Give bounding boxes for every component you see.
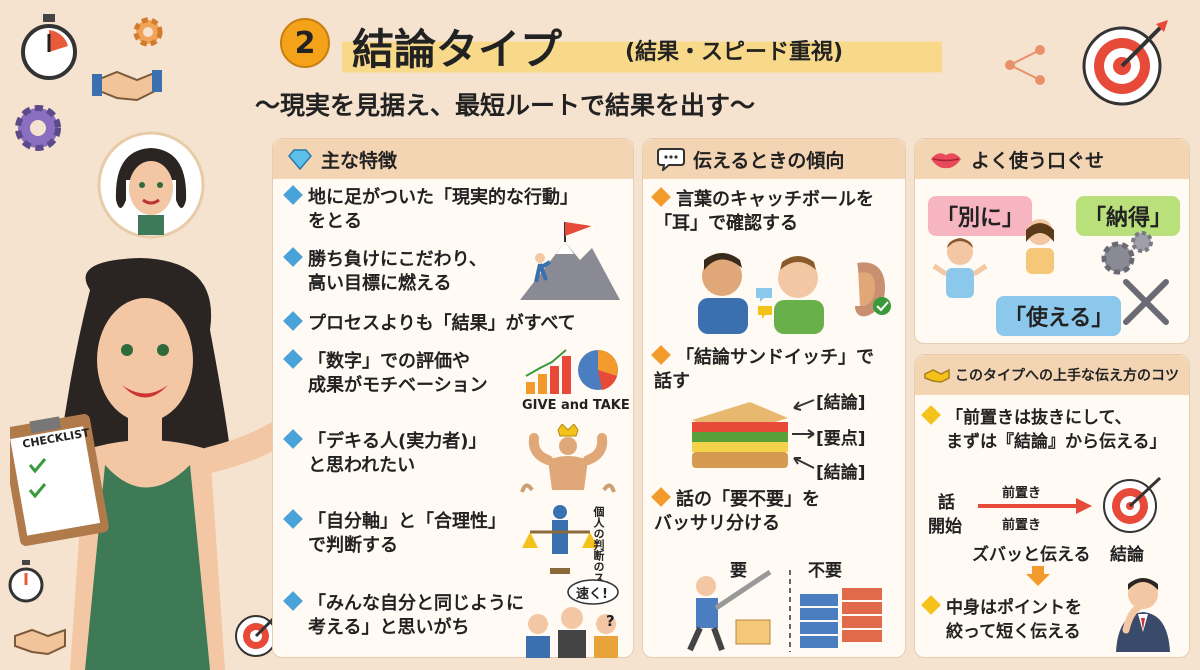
tips-title: このタイプへの上手な伝え方のコツ (955, 368, 1179, 384)
handshake-icon-small (14, 628, 66, 656)
features-header: 主な特徴 (273, 139, 633, 179)
businessman-icon (1116, 578, 1170, 652)
hurry-speech: 速く! (576, 587, 608, 602)
sparkle-bullet-icon (921, 595, 941, 615)
diamond-bullet-icon (651, 187, 671, 207)
feature-item-2: 勝ち負けにこだわり、高い目標に燃える (283, 247, 487, 296)
gear-icon-small (133, 17, 163, 47)
give-and-take-label: GIVE and TAKE (522, 398, 630, 413)
phrases-header: よく使う口ぐせ (915, 139, 1189, 179)
diamond-bullet-icon (283, 591, 303, 611)
type-number-badge: 2 (280, 18, 330, 68)
sword-cut-icon (687, 570, 882, 652)
network-icon (1005, 45, 1045, 85)
quote-nattoku: 「納得」 (1076, 196, 1181, 236)
feature-item-7: 「みんな自分と同じように考える」と思いがち (283, 591, 524, 640)
diamond-bullet-icon (651, 345, 671, 365)
woman-avatar (97, 131, 205, 239)
stopwatch-icon (21, 14, 77, 80)
title-area: 2 結論タイプ (結果・スピード重視) (280, 10, 980, 80)
stopwatch-icon-small (8, 560, 44, 603)
sandwich-label-point: [要点] (816, 429, 866, 449)
handshake-small-icon (924, 368, 950, 383)
target-icon (1082, 20, 1168, 106)
feature-item-5: 「デキる人(実力者)」と思われたい (283, 429, 486, 478)
sparkle-bullet-icon (921, 405, 941, 425)
strongman-crown-icon (520, 424, 616, 493)
diamond-bullet-icon (283, 349, 303, 369)
quote-tsukaeru: 「使える」 (996, 296, 1122, 336)
diamond-bullet-icon (283, 247, 303, 267)
diamond-bullet-icon (283, 429, 303, 449)
smartbook-label: 個人の判断のスマートブック (592, 506, 605, 592)
lips-icon (931, 153, 961, 169)
start-talk-label-2: 開始 (928, 517, 962, 537)
page-subtitle: 〜現実を見据え、最短ルートで結果を出す〜 (255, 91, 756, 120)
arrows-icon (792, 399, 815, 469)
target-goal-icon (1103, 476, 1162, 533)
sandwich-label-conclusion-bottom: [結論] (816, 463, 866, 483)
down-arrow-icon (1026, 566, 1050, 586)
tendency-header: 伝えるときの傾向 (643, 139, 905, 179)
tendency-panel: 伝えるときの傾向 (642, 138, 906, 658)
tip-item-1: 「前置きは抜きにして、まずは『結論』から伝える」 (921, 405, 1167, 454)
mountain-flag-icon (520, 222, 620, 300)
target-icon-small (235, 612, 280, 657)
title-highlight (342, 22, 942, 78)
tip-item-2: 中身はポイントを絞って短く伝える (921, 595, 1082, 644)
scales-icon (522, 505, 598, 574)
feature-item-1: 地に足がついた「現実的な行動」をとる (283, 185, 578, 234)
phrases-title: よく使う口ぐせ (971, 149, 1105, 172)
feature-item-6: 「自分軸」と「合理性」で判断する (283, 509, 506, 558)
people-gears-icon (932, 219, 1169, 325)
page-title: 結論タイプ (352, 25, 563, 74)
diamond-icon (288, 149, 312, 170)
unneeded-label: 不要 (808, 561, 842, 581)
conclusion-label: 結論 (1110, 545, 1144, 565)
sandwich-label-conclusion-top: [結論] (816, 393, 866, 413)
tendency-title: 伝えるときの傾向 (693, 149, 845, 172)
tips-header: このタイプへの上手な伝え方のコツ (915, 355, 1189, 395)
flag-number: 1 (588, 222, 597, 236)
sandwich-icon (692, 402, 788, 468)
direct-arrow-icon (978, 498, 1092, 514)
tendency-item-1: 言葉のキャッチボールを「耳」で確認する (651, 187, 874, 236)
feature-item-4: 「数字」での評価や成果がモチベーション (283, 349, 488, 398)
preface-label-1: 前置き (1002, 486, 1042, 501)
tendency-item-2: 「結論サンドイッチ」で話す (651, 345, 874, 394)
listening-people-icon (698, 253, 891, 334)
diamond-bullet-icon (651, 487, 671, 507)
features-panel: 主な特徴 (272, 138, 634, 658)
start-talk-label-1: 話 (938, 493, 955, 513)
preface-label-2: 前置き (1002, 518, 1042, 533)
need-label: 要 (730, 561, 747, 581)
feature-item-3: プロセスよりも「結果」がすべて (283, 311, 576, 336)
chat-bubble-icon (657, 148, 685, 171)
diamond-bullet-icon (283, 185, 303, 205)
bar-chart-icon (525, 349, 618, 394)
diamond-bullet-icon (283, 311, 303, 331)
gear-icon (15, 105, 61, 151)
quote-betsuni: 「別に」 (928, 196, 1033, 236)
diamond-bullet-icon (283, 509, 303, 529)
question-mark: ? (606, 612, 615, 630)
people-group-icon (526, 607, 618, 658)
direct-label: ズバッと伝える (972, 545, 1091, 565)
speech-bubble-icon (567, 579, 619, 605)
tendency-item-3: 話の「要不要」をバッサリ分ける (651, 487, 820, 536)
page-title-sub: (結果・スピード重視) (625, 40, 844, 65)
woman-illustration (10, 258, 280, 670)
handshake-icon (92, 70, 162, 102)
features-title: 主な特徴 (321, 149, 398, 172)
